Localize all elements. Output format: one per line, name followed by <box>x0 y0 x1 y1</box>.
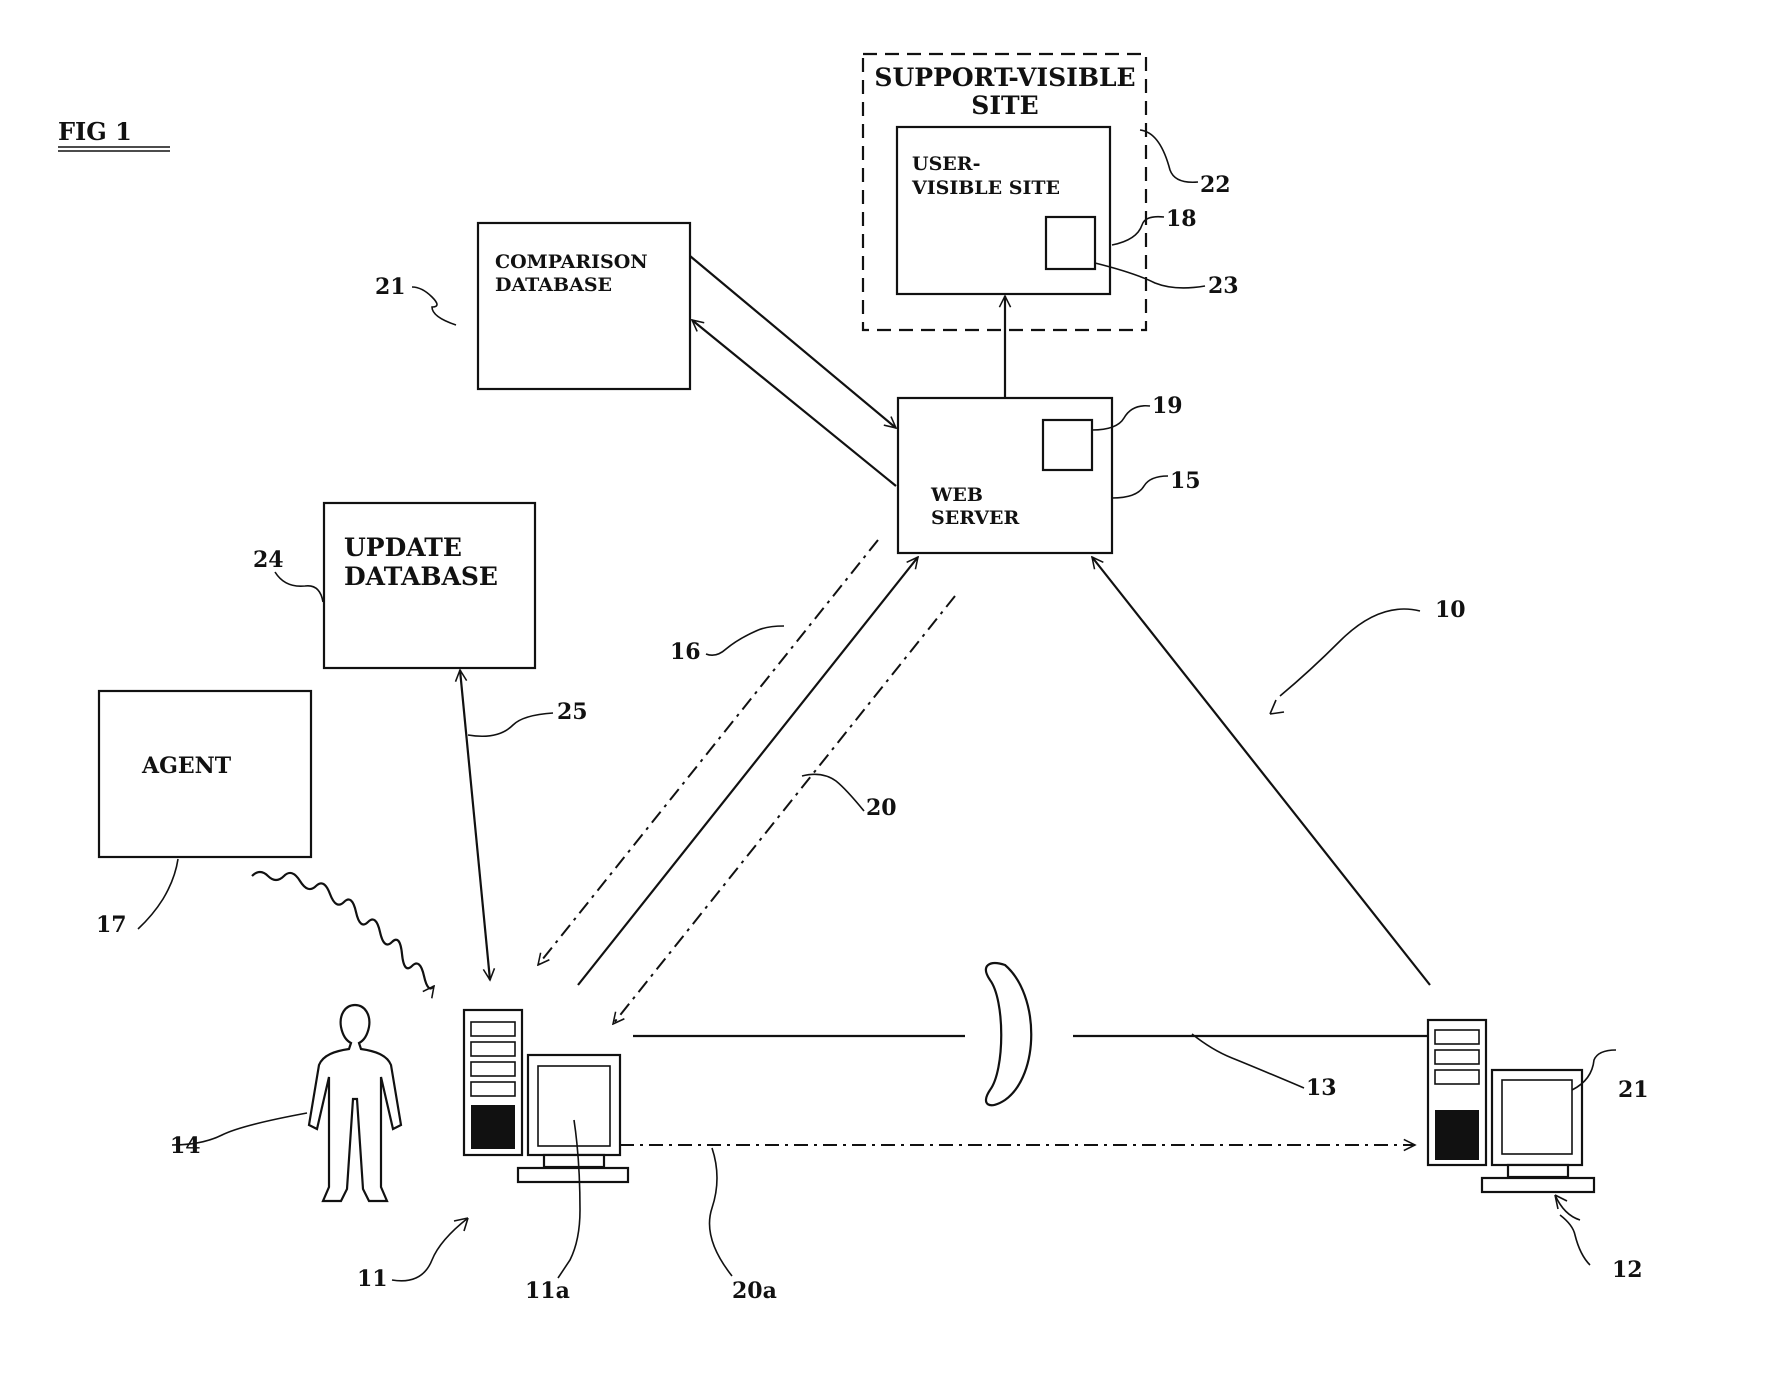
ref-20a: 20a <box>732 1278 777 1304</box>
ref-16: 16 <box>670 639 701 665</box>
comparison-database-box <box>478 223 690 389</box>
comparison-db-label-1: COMPARISON <box>495 251 648 273</box>
web-server-label-1: WEB <box>930 484 983 506</box>
link-20-dashed <box>613 596 955 1024</box>
leader-22 <box>1140 130 1198 182</box>
leader-13 <box>1192 1034 1304 1088</box>
ref-17: 17 <box>96 912 127 938</box>
ref-18: 18 <box>1166 206 1197 232</box>
ref-11a: 11a <box>525 1278 570 1304</box>
leader-12 <box>1555 1195 1580 1220</box>
ref-21-support: 21 <box>1618 1077 1649 1103</box>
leader-16 <box>706 626 784 655</box>
leader-11 <box>392 1218 468 1281</box>
ref-14: 14 <box>170 1133 201 1159</box>
leader-15 <box>1112 476 1168 498</box>
figure-title: FIG 1 <box>58 117 132 146</box>
ref-20: 20 <box>866 795 897 821</box>
update-db-label-1: UPDATE <box>344 533 462 562</box>
agent-label: AGENT <box>141 753 232 779</box>
support-site-label-2: SITE <box>971 91 1038 120</box>
comparison-db-label-2: DATABASE <box>495 274 612 296</box>
ref-22: 22 <box>1200 172 1231 198</box>
arrow-update-db-link <box>460 670 490 980</box>
ref-24: 24 <box>253 547 284 573</box>
update-db-label-2: DATABASE <box>344 562 498 591</box>
agent-wavy-link <box>252 872 434 988</box>
leader-20a <box>710 1148 733 1276</box>
user-computer-icon <box>464 1010 628 1182</box>
user-site-label-2: VISIBLE SITE <box>911 177 1060 199</box>
leader-10-tip <box>1270 700 1284 714</box>
element-23-box <box>1046 217 1095 269</box>
leader-21-db <box>412 287 456 325</box>
ref-12: 12 <box>1612 1257 1643 1283</box>
link-16-dashed <box>538 540 878 965</box>
support-computer-icon <box>1428 1020 1594 1192</box>
link-client-to-server <box>578 557 918 985</box>
ref-15: 15 <box>1170 468 1201 494</box>
telephone-handset-icon <box>986 963 1031 1105</box>
user-person-icon <box>309 1005 401 1201</box>
leader-10 <box>1280 609 1420 696</box>
leader-24 <box>275 572 323 602</box>
ref-10: 10 <box>1435 597 1466 623</box>
element-19-box <box>1043 420 1092 470</box>
ref-19: 19 <box>1152 393 1183 419</box>
ref-11: 11 <box>357 1266 388 1292</box>
link-support-to-server <box>1092 557 1430 985</box>
leader-12b <box>1560 1215 1590 1265</box>
ref-13: 13 <box>1306 1075 1337 1101</box>
leader-20 <box>802 774 864 811</box>
user-site-label-1: USER- <box>912 153 980 175</box>
web-server-label-2: SERVER <box>931 507 1020 529</box>
ref-23: 23 <box>1208 273 1239 299</box>
leader-25 <box>468 713 553 736</box>
ref-21-db: 21 <box>375 274 406 300</box>
support-site-label-1: SUPPORT-VISIBLE <box>874 63 1135 92</box>
ref-25: 25 <box>557 699 588 725</box>
leader-17 <box>138 859 178 929</box>
